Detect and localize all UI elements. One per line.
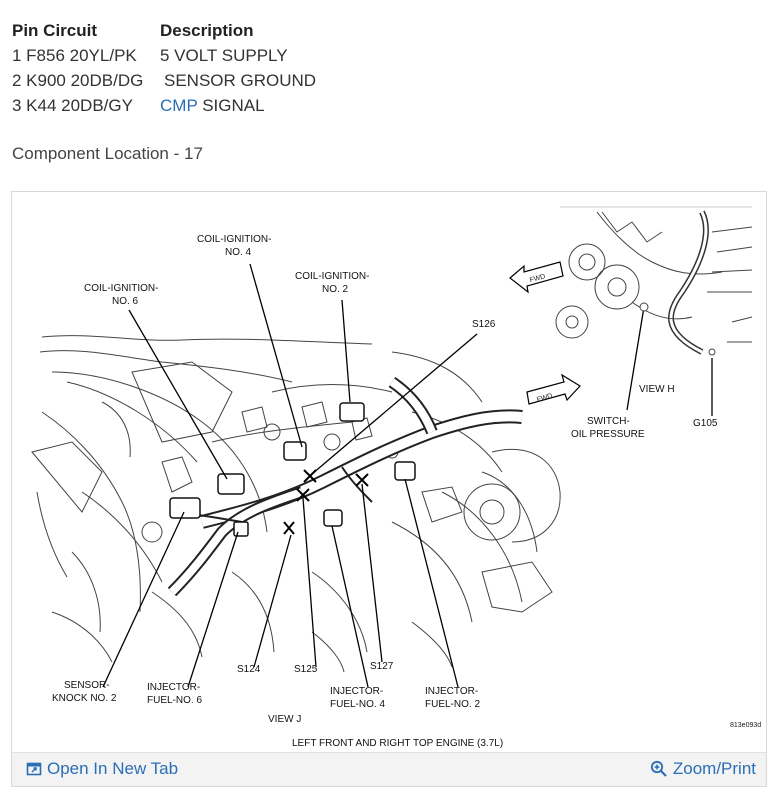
label-fuel-no4: FUEL-NO. 4 — [330, 699, 385, 710]
label-switch: SWITCH- — [587, 416, 630, 427]
open-in-new-tab-button[interactable]: Open In New Tab — [26, 759, 178, 779]
s127-splice — [355, 473, 369, 487]
label-oil-pressure: OIL PRESSURE — [571, 429, 645, 440]
desc-cell: CMP SIGNAL — [160, 93, 265, 118]
label-injector-no2: INJECTOR- — [425, 686, 478, 697]
view-h-inset — [555, 206, 753, 356]
label-s127: S127 — [370, 661, 394, 672]
injector-no2-connector — [394, 461, 416, 481]
label-s126: S126 — [472, 319, 496, 330]
cmp-link[interactable]: CMP — [160, 96, 198, 115]
label-coil-no2-num: NO. 2 — [322, 284, 349, 295]
fwd-label: FWD — [529, 273, 546, 284]
label-coil-no2: COIL-IGNITION- — [295, 271, 369, 282]
label-s124: S124 — [237, 664, 261, 675]
label-coil-no6: COIL-IGNITION- — [84, 283, 158, 294]
injector-no4-connector — [323, 509, 343, 527]
engine-line-art — [31, 335, 561, 673]
label-g105: G105 — [693, 418, 718, 429]
zoom-print-label: Zoom/Print — [672, 759, 756, 778]
label-fuel-no6: FUEL-NO. 6 — [147, 695, 202, 706]
label-ref-code: 813e093d — [730, 722, 761, 729]
s125-splice — [296, 488, 310, 502]
label-view-j: VIEW J — [268, 714, 301, 725]
label-s125: S125 — [294, 664, 318, 675]
pin-cell: 2 K900 20DB/DG — [12, 71, 144, 90]
engine-wiring-diagram[interactable]: FWD FWD COIL-IGNITION- NO. 4 — [12, 192, 768, 752]
label-coil-no4: COIL-IGNITION- — [197, 234, 271, 245]
diagram-caption: LEFT FRONT AND RIGHT TOP ENGINE (3.7L) — [292, 738, 503, 749]
connectors — [169, 402, 416, 537]
external-tab-icon — [26, 762, 42, 776]
table-row: 1 F856 20YL/PK 5 VOLT SUPPLY — [12, 43, 316, 68]
coil-no4-connector — [283, 441, 307, 461]
leader-lines — [102, 263, 713, 688]
diagram-footer: Open In New Tab Zoom/Print — [12, 752, 766, 786]
open-in-new-tab-label: Open In New Tab — [47, 759, 179, 778]
desc-cell: 5 VOLT SUPPLY — [160, 46, 288, 65]
component-location: Component Location - 17 — [12, 144, 203, 163]
desc-text: SIGNAL — [197, 96, 265, 115]
knock-sensor-connector — [169, 497, 201, 519]
header-description: Description — [160, 21, 254, 40]
pin-cell: 1 F856 20YL/PK — [12, 46, 137, 65]
injector-no6-connector — [233, 521, 249, 537]
label-coil-no4-num: NO. 4 — [225, 247, 252, 258]
pin-circuit-table: Pin Circuit Description 1 F856 20YL/PK 5… — [12, 18, 316, 118]
label-knock-no2: KNOCK NO. 2 — [52, 693, 117, 704]
header-pin-circuit: Pin Circuit — [12, 21, 98, 40]
coil-no2-connector — [339, 402, 365, 422]
pin-cell: 3 K44 20DB/GY — [12, 96, 133, 115]
table-header: Pin Circuit Description — [12, 18, 316, 43]
label-fuel-no2: FUEL-NO. 2 — [425, 699, 480, 710]
label-injector-no6: INJECTOR- — [147, 682, 200, 693]
fwd-arrow-right-icon — [526, 373, 581, 405]
zoom-print-button[interactable]: Zoom/Print — [650, 759, 756, 779]
diagram-labels: COIL-IGNITION- NO. 4 COIL-IGNITION- NO. … — [52, 234, 761, 749]
label-view-h: VIEW H — [639, 384, 675, 395]
label-injector-no4: INJECTOR- — [330, 686, 383, 697]
s124-splice — [283, 521, 295, 535]
table-row: 2 K900 20DB/DG SENSOR GROUND — [12, 68, 316, 93]
desc-cell: SENSOR GROUND — [164, 71, 317, 90]
table-row: 3 K44 20DB/GY CMP SIGNAL — [12, 93, 316, 118]
label-coil-no6-num: NO. 6 — [112, 296, 139, 307]
label-sensor-knock: SENSOR- — [64, 680, 110, 691]
fwd-arrow-left-icon — [509, 261, 564, 294]
diagram-frame: FWD FWD COIL-IGNITION- NO. 4 — [11, 191, 767, 787]
fwd-label: FWD — [536, 393, 553, 404]
coil-no6-connector — [217, 473, 245, 495]
magnifier-plus-icon — [650, 760, 667, 777]
splice-markers — [283, 469, 369, 535]
